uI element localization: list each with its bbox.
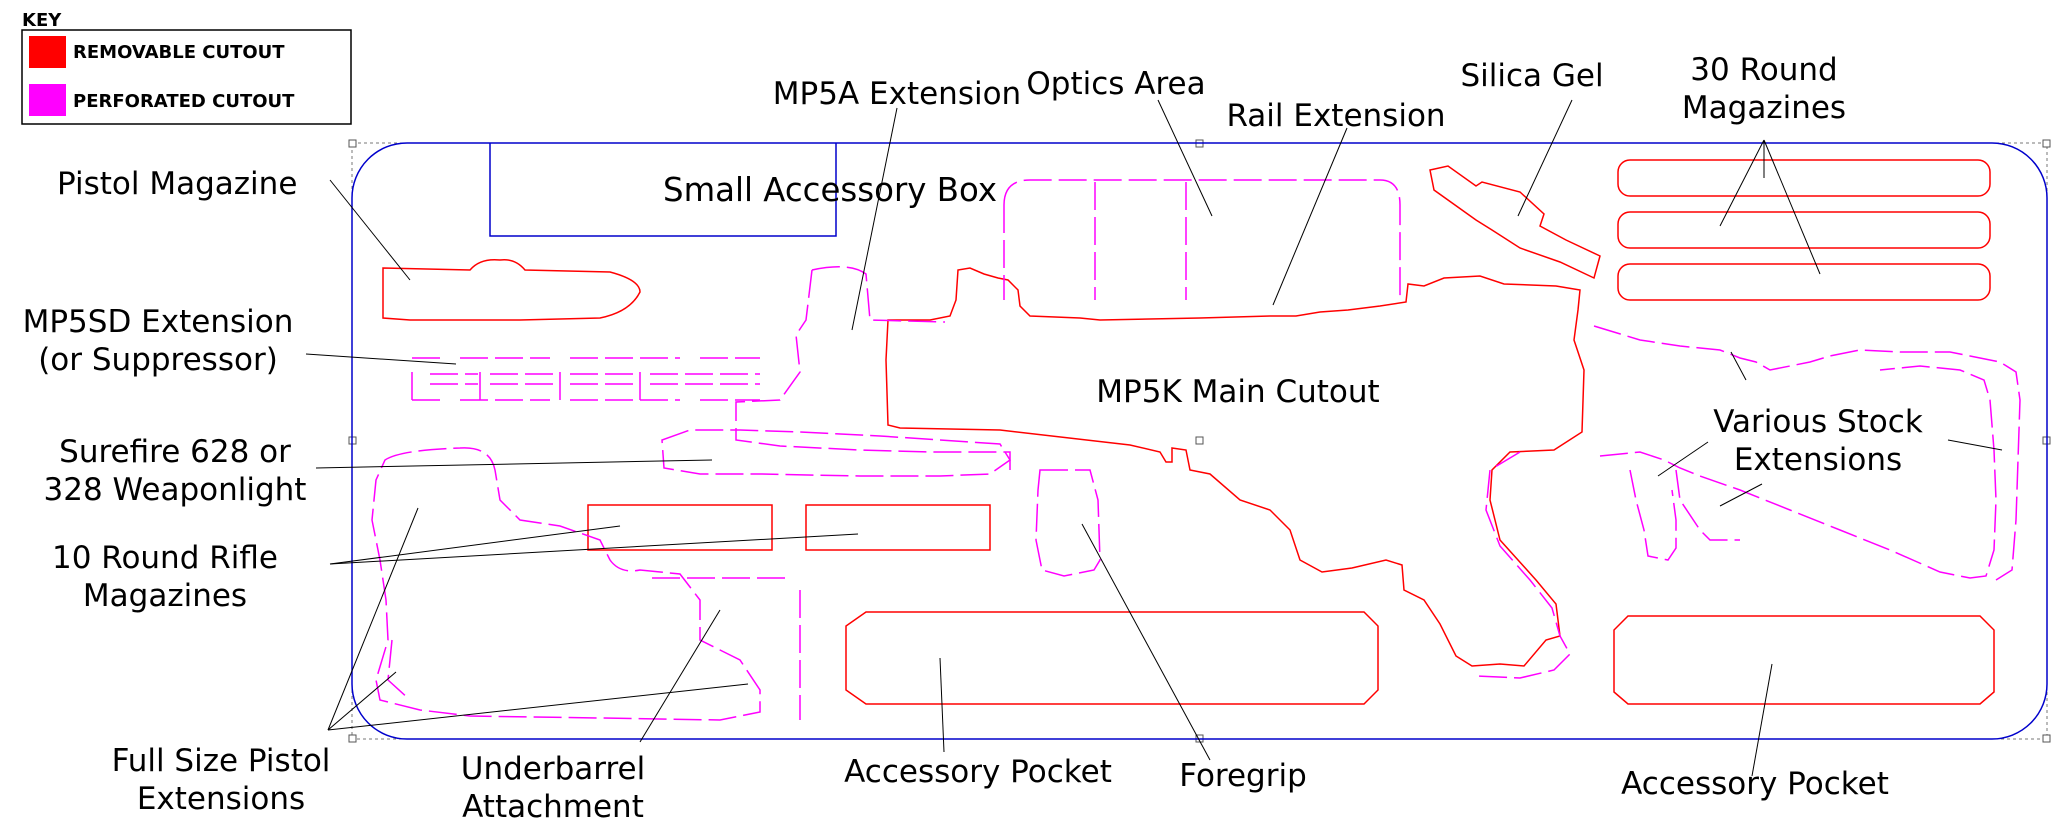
label-pistol-magazine: Pistol Magazine xyxy=(57,166,297,202)
label-ten-round-line1: 10 Round Rifle xyxy=(52,540,278,576)
mp5k-perforated-ring xyxy=(1475,451,1571,679)
removable-cutouts xyxy=(382,159,1995,705)
label-stock-line2: Extensions xyxy=(1734,442,1902,478)
handle-tl[interactable] xyxy=(348,139,357,148)
handle-bl[interactable] xyxy=(348,734,357,743)
label-underbarrel-line1: Underbarrel xyxy=(461,751,645,787)
key-title: KEY xyxy=(22,10,62,31)
leader-pistol-ext-2 xyxy=(327,671,397,731)
key-legend: KEY REMOVABLE CUTOUT PERFORATED CUTOUT xyxy=(21,10,352,125)
leader-surefire xyxy=(315,459,713,469)
label-pistol-ext-line2: Extensions xyxy=(137,781,305,817)
label-silica-gel: Silica Gel xyxy=(1460,58,1603,94)
handle-br[interactable] xyxy=(2042,734,2051,743)
key-label-removable: REMOVABLE CUTOUT xyxy=(73,42,285,63)
mp5a-extension-body xyxy=(735,269,1011,470)
label-foregrip: Foregrip xyxy=(1179,758,1307,794)
leader-thirty-round-3 xyxy=(1763,139,1821,275)
leader-rail-extension xyxy=(1272,127,1348,306)
stock-outer-cutout xyxy=(1593,325,2021,581)
full-size-pistol-ext-cutout xyxy=(371,447,761,721)
label-small-accessory-box: Small Accessory Box xyxy=(663,170,997,209)
mp5a-extension-cutout xyxy=(811,266,946,323)
pistol-ext-inner xyxy=(387,639,411,701)
leader-silica-gel xyxy=(1517,99,1573,217)
leader-underbarrel xyxy=(639,609,721,743)
label-surefire-line2: 328 Weaponlight xyxy=(44,472,307,508)
mp5sd-dividers xyxy=(411,372,641,400)
key-label-perforated: PERFORATED CUTOUT xyxy=(73,91,295,112)
accessory-pocket-left-cutout xyxy=(845,611,1379,705)
thirty-round-mag-3 xyxy=(1617,263,1991,301)
label-mp5k-main: MP5K Main Cutout xyxy=(1096,374,1379,410)
key-box xyxy=(21,29,352,125)
leader-stock-1 xyxy=(1730,351,1747,381)
handle-center[interactable] xyxy=(1195,436,1204,445)
thirty-round-mag-2 xyxy=(1617,211,1991,249)
label-mp5sd-line2: (or Suppressor) xyxy=(38,342,278,378)
label-mp5sd-line1: MP5SD Extension xyxy=(23,304,294,340)
key-swatch-removable xyxy=(29,36,66,68)
label-optics-area: Optics Area xyxy=(1026,66,1205,102)
leader-optics-area xyxy=(1157,99,1213,217)
small-accessory-box xyxy=(489,143,837,237)
surefire-cutout xyxy=(661,429,1012,477)
callout-labels: Pistol Magazine Small Accessory Box MP5A… xyxy=(23,52,1923,825)
label-stock-line1: Various Stock xyxy=(1713,404,1923,440)
leader-pistol-magazine xyxy=(329,179,411,281)
label-thirty-round-line2: Magazines xyxy=(1682,90,1846,126)
foregrip-cutout xyxy=(1035,469,1101,577)
leader-lines xyxy=(305,99,2003,777)
leader-stock-3 xyxy=(1719,483,1763,507)
selection-frame xyxy=(348,139,2051,743)
leader-accessory-pocket-right xyxy=(1751,663,1773,777)
pistol-magazine-cutout xyxy=(382,258,641,321)
leader-ten-round-2 xyxy=(329,533,859,565)
label-rail-extension: Rail Extension xyxy=(1226,98,1445,134)
stock-inner-cutout xyxy=(1599,365,1997,579)
thirty-round-mag-1 xyxy=(1617,159,1991,197)
handle-tr[interactable] xyxy=(2042,139,2051,148)
optics-area-cutout xyxy=(1003,179,1401,300)
leader-thirty-round-2 xyxy=(1719,139,1765,227)
leader-foregrip xyxy=(1081,523,1211,761)
accessory-pocket-right-cutout xyxy=(1613,615,1995,705)
stock-small-cutout-2 xyxy=(1675,469,1740,541)
leader-mp5sd xyxy=(305,353,457,365)
label-underbarrel-line2: Attachment xyxy=(462,789,644,825)
label-accessory-pocket-right: Accessory Pocket xyxy=(1621,766,1889,802)
mp5k-main-cutout xyxy=(885,267,1585,667)
ten-round-mag-1 xyxy=(587,504,773,551)
label-surefire-line1: Surefire 628 or xyxy=(59,434,291,470)
perforated-cutouts xyxy=(371,179,2021,721)
leader-stock-4 xyxy=(1947,439,2003,451)
label-mp5a-extension: MP5A Extension xyxy=(773,76,1021,112)
label-accessory-pocket-left: Accessory Pocket xyxy=(844,754,1112,790)
ten-round-mag-2 xyxy=(805,504,991,551)
leader-stock-2 xyxy=(1657,441,1709,477)
label-ten-round-line2: Magazines xyxy=(83,578,247,614)
stock-small-cutout xyxy=(1629,469,1677,561)
leader-pistol-ext-3 xyxy=(327,683,749,731)
leader-ten-round-1 xyxy=(329,525,621,565)
leader-accessory-pocket-left xyxy=(939,657,945,753)
leader-mp5a-extension xyxy=(851,107,898,331)
key-swatch-perforated xyxy=(29,84,66,116)
label-pistol-ext-line1: Full Size Pistol xyxy=(112,743,331,779)
case-outline xyxy=(351,142,2048,740)
label-thirty-round-line1: 30 Round xyxy=(1690,52,1837,88)
leader-pistol-ext-1 xyxy=(327,507,419,731)
silica-gel-cutout xyxy=(1429,165,1601,280)
